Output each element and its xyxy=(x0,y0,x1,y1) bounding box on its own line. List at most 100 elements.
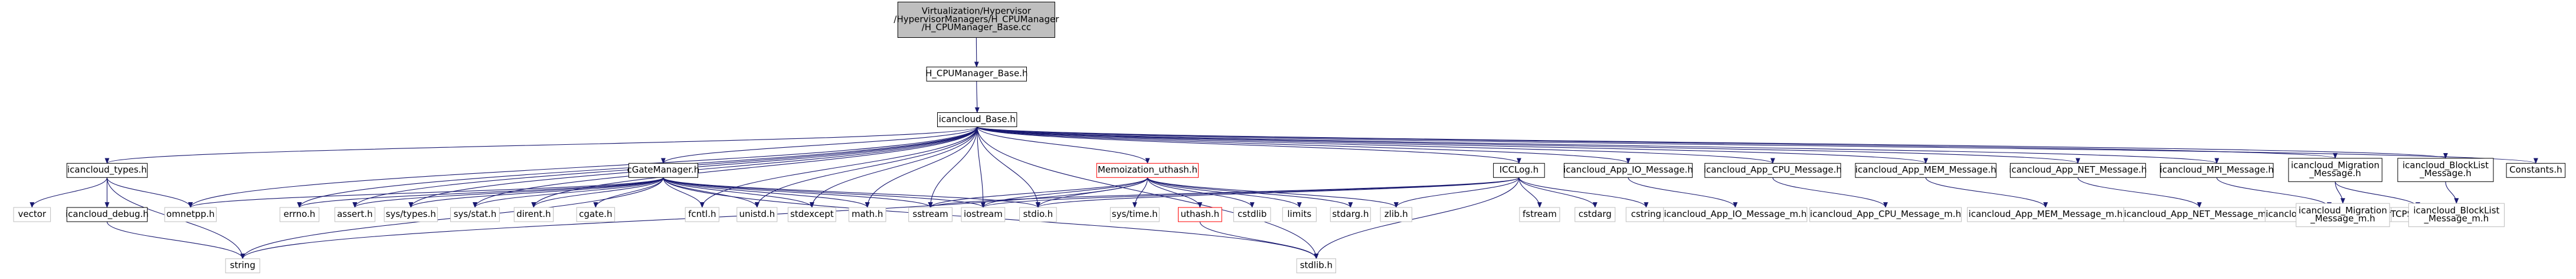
node-root[interactable]: Virtualization/Hypervisor/HypervisorMana… xyxy=(893,1,1059,38)
node-mem_m: icancloud_App_MEM_Message_m.h xyxy=(1967,207,2125,222)
node-label-root: /H_CPUManager_Base.cc xyxy=(922,22,1031,33)
node-label-stdlib: stdlib.h xyxy=(1300,260,1333,271)
node-hcpu[interactable]: H_CPUManager_Base.h xyxy=(925,66,1027,82)
edge-cgate-to-fcntl xyxy=(663,177,705,208)
node-iccl[interactable]: ICCLog.h xyxy=(1493,163,1545,178)
node-box-systypes xyxy=(384,207,438,222)
edge-icbase-to-sstream xyxy=(928,126,978,208)
node-mpi[interactable]: icancloud_MPI_Message.h xyxy=(2160,163,2274,178)
node-box-cstring xyxy=(1625,207,1667,222)
edge-io-to-io_m xyxy=(1628,177,1738,208)
node-const[interactable]: Constants.h xyxy=(2506,163,2566,178)
node-label-fstream: fstream xyxy=(1523,209,1557,219)
node-box-sstream xyxy=(908,207,953,222)
node-label-cpu_m: icancloud_App_CPU_Message_m.h xyxy=(1810,209,1961,220)
edge-memo-to-cstdlib xyxy=(1147,177,1255,208)
node-label-mem_m: icancloud_App_MEM_Message_m.h xyxy=(1969,209,2123,220)
node-io[interactable]: icancloud_App_IO_Message.h xyxy=(1563,163,1693,178)
node-label-blk_m: icancloud_BlockList xyxy=(2413,205,2499,216)
edge-memo-to-systime xyxy=(1132,177,1148,208)
node-label-unistd: unistd.h xyxy=(739,209,775,219)
node-cstdarg: cstdarg xyxy=(1575,207,1616,222)
edge-net-to-net_m xyxy=(2077,177,2202,208)
node-box-iccl xyxy=(1493,163,1545,178)
node-blk[interactable]: icancloud_BlockList_Message.h xyxy=(2397,158,2494,182)
edge-icbase-to-sysstat xyxy=(473,126,978,208)
node-cgate[interactable]: cGateManager.h xyxy=(627,163,699,178)
node-mig_m: icancloud_Migration_Message_m.h xyxy=(2296,203,2390,228)
edge-icbase-to-net xyxy=(977,126,2080,164)
node-sysstat: sys/stat.h xyxy=(450,207,500,222)
node-label-math: math.h xyxy=(852,209,883,219)
node-mem[interactable]: icancloud_App_MEM_Message.h xyxy=(1855,163,1996,178)
node-label-blk: icancloud_BlockList xyxy=(2402,160,2489,171)
edge-icdebug-to-string xyxy=(106,221,246,259)
edge-cgate-to-errno xyxy=(297,177,664,208)
node-label-omnet: omnetpp.h xyxy=(166,209,215,219)
node-box-io xyxy=(1563,163,1693,178)
edge-icbase-to-iostream xyxy=(977,126,986,208)
node-box-cstdarg xyxy=(1575,207,1616,222)
node-label-ictypes: icancloud_types.h xyxy=(67,164,147,176)
edge-cgate-to-math xyxy=(663,177,870,208)
node-zlib: zlib.h xyxy=(1380,207,1413,222)
node-box-errno xyxy=(279,207,320,222)
node-label-vector: vector xyxy=(18,209,47,219)
node-label-cpu: icancloud_App_CPU_Message.h xyxy=(1704,164,1842,176)
node-box-memo xyxy=(1096,163,1199,178)
edge-ictypes-to-vector xyxy=(30,177,107,208)
node-math: math.h xyxy=(848,207,886,222)
node-box-limits xyxy=(1282,207,1317,222)
node-label-cstring: cstring xyxy=(1631,209,1661,219)
node-label-stdarg: stdarg.h xyxy=(1332,209,1369,219)
node-box-mig_m xyxy=(2296,203,2390,228)
edge-memo-to-sstream xyxy=(928,177,1148,208)
node-box-mem_m xyxy=(1967,207,2125,222)
node-icdebug[interactable]: icancloud_debug.h xyxy=(66,207,149,222)
node-uthash[interactable]: uthash.h xyxy=(1178,207,1222,222)
node-box-iostream xyxy=(961,207,1006,222)
node-cgatelib: cgate.h xyxy=(576,207,616,222)
node-cpu[interactable]: icancloud_App_CPU_Message.h xyxy=(1704,163,1842,178)
node-label-io: icancloud_App_IO_Message.h xyxy=(1563,164,1693,176)
node-label-root: /HypervisorManagers/H_CPUManager xyxy=(893,14,1059,25)
node-cpu_m: icancloud_App_CPU_Message_m.h xyxy=(1809,207,1962,222)
node-box-dirent xyxy=(513,207,554,222)
node-systypes: sys/types.h xyxy=(384,207,438,222)
edge-iccl-to-cstdarg xyxy=(1518,177,1598,208)
node-cstdlib: cstdlib xyxy=(1233,207,1271,222)
node-net[interactable]: icancloud_App_NET_Message.h xyxy=(2009,163,2147,178)
node-label-systypes: sys/types.h xyxy=(386,209,436,219)
node-label-errno: errno.h xyxy=(284,209,316,219)
node-label-assert: assert.h xyxy=(337,209,372,219)
node-box-hcpu xyxy=(926,66,1027,82)
node-label-dirent: dirent.h xyxy=(516,209,551,219)
node-label-mem: icancloud_App_MEM_Message.h xyxy=(1855,164,1996,176)
node-label-hcpu: H_CPUManager_Base.h xyxy=(925,68,1027,79)
node-label-net_m: icancloud_App_NET_Message_m.h xyxy=(2124,209,2275,220)
node-box-math xyxy=(848,207,886,222)
node-box-mem xyxy=(1855,163,1996,178)
node-box-cpu_m xyxy=(1809,207,1962,222)
node-vector: vector xyxy=(13,207,51,222)
node-ictypes[interactable]: icancloud_types.h xyxy=(66,163,148,178)
node-box-io_m xyxy=(1663,207,1808,222)
node-box-net_m xyxy=(2123,207,2276,222)
node-box-zlib xyxy=(1380,207,1413,222)
node-box-cgatelib xyxy=(576,207,616,222)
edge-icbase-to-cgate xyxy=(661,126,978,164)
node-stdarg: stdarg.h xyxy=(1330,207,1371,222)
edge-iccl-to-stdio xyxy=(1036,177,1520,208)
edge-icbase-to-mpi xyxy=(977,126,2219,164)
node-mig[interactable]: icancloud_Migration_Message.h xyxy=(2288,158,2382,182)
node-box-vector xyxy=(13,207,51,222)
node-label-uthash: uthash.h xyxy=(1180,209,1219,219)
node-icbase[interactable]: icancloud_Base.h xyxy=(937,112,1017,127)
node-memo[interactable]: Memoization_uthash.h xyxy=(1096,163,1199,178)
node-box-systime xyxy=(1109,207,1160,222)
node-box-stdarg xyxy=(1330,207,1371,222)
node-box-stdexcept xyxy=(787,207,836,222)
node-systime: sys/time.h xyxy=(1109,207,1160,222)
edge-uthash-to-stdlib xyxy=(1199,221,1319,259)
